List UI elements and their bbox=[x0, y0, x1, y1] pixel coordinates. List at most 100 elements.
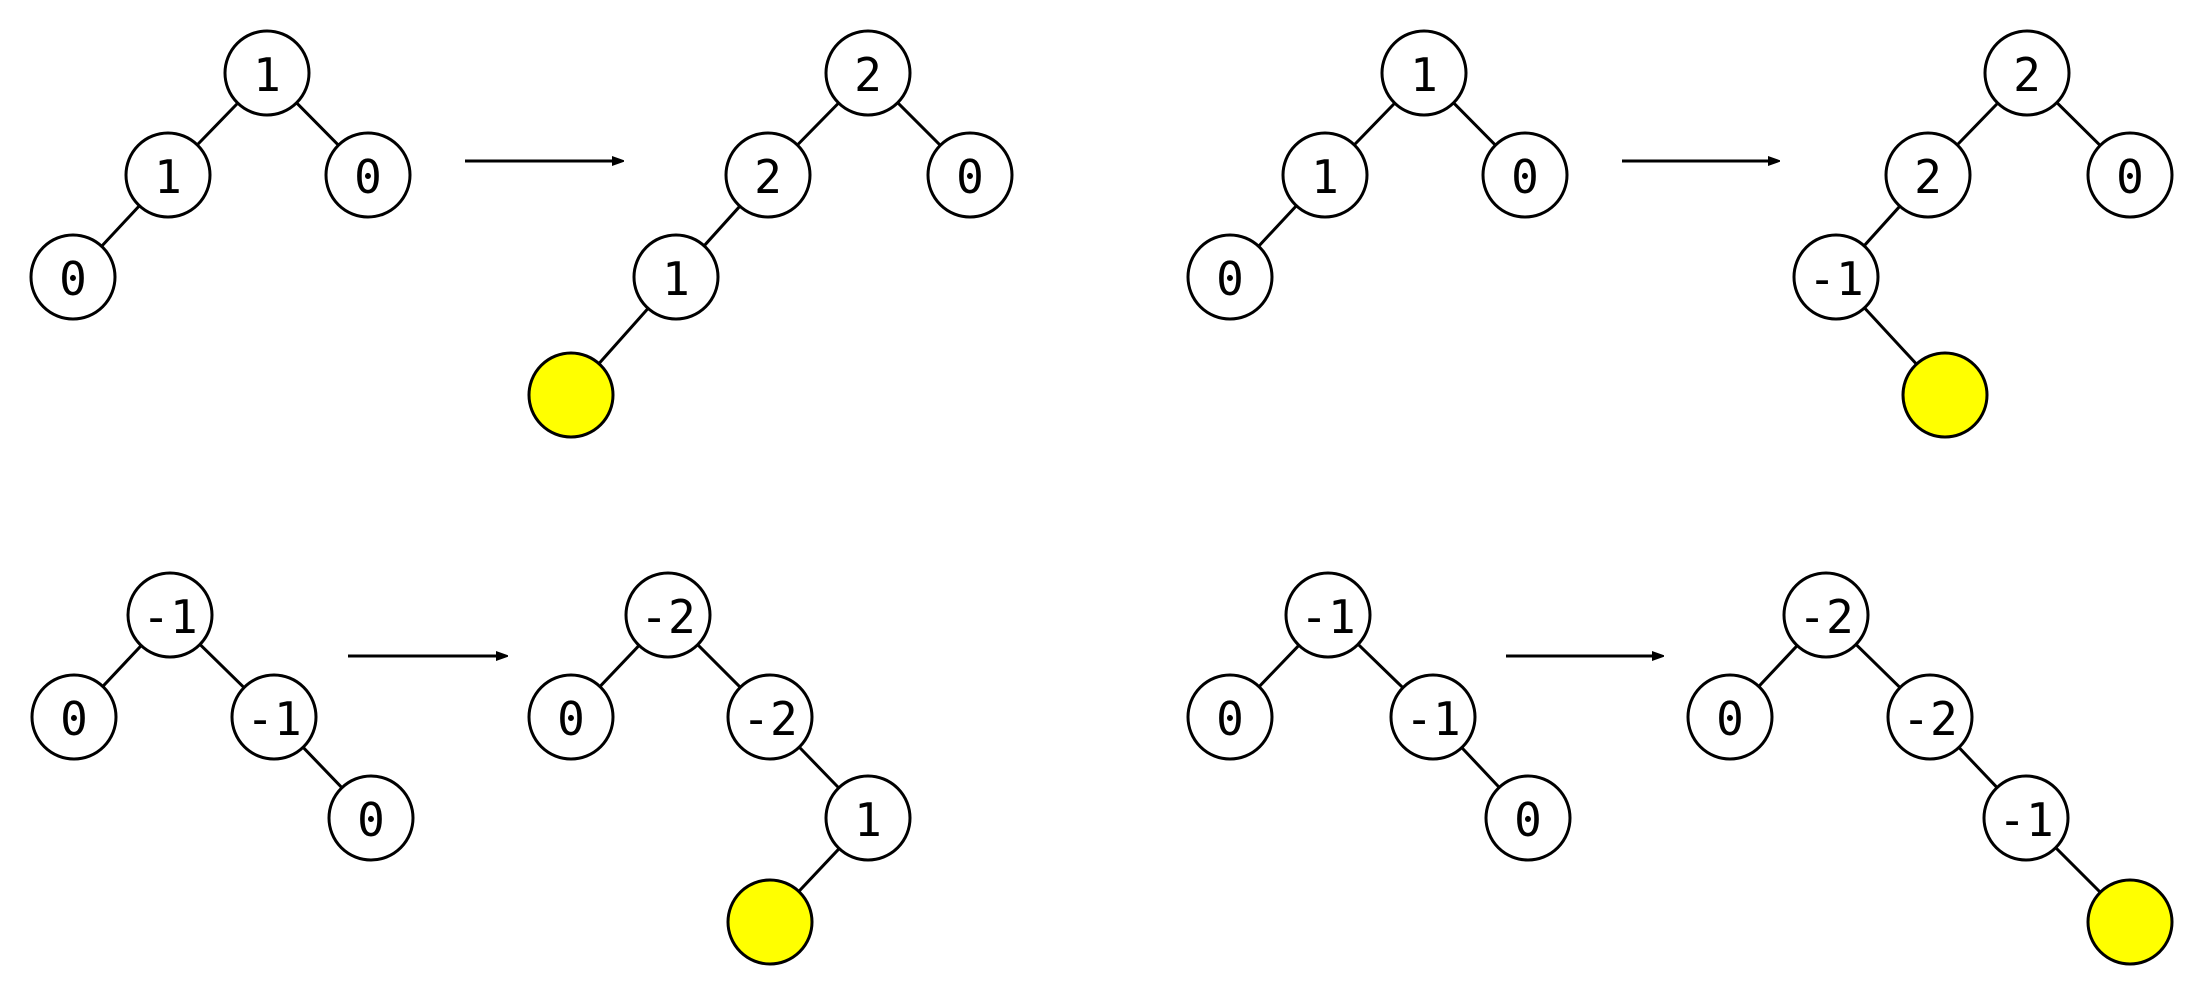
tree-node: 2 bbox=[1884, 131, 1972, 219]
node-circle bbox=[632, 233, 720, 321]
tree-node: -1 bbox=[126, 571, 214, 659]
balance-factor-label: 0 bbox=[2116, 150, 2144, 204]
balance-factor-label: -2 bbox=[1902, 692, 1957, 746]
node-circle bbox=[1484, 774, 1572, 862]
tree-edge bbox=[597, 307, 650, 365]
tree-edge bbox=[101, 644, 143, 688]
tree-edge bbox=[696, 643, 742, 689]
balance-factor-label: -1 bbox=[142, 590, 197, 644]
balance-factor-label: 1 bbox=[854, 793, 882, 847]
tree-edge bbox=[1956, 102, 1999, 146]
balance-factor-label: 2 bbox=[754, 150, 782, 204]
tree-edge bbox=[1854, 643, 1902, 689]
tree-node: -2 bbox=[726, 673, 814, 761]
tree-node: 2 bbox=[824, 29, 912, 117]
tree-edge bbox=[796, 101, 840, 147]
node-circle bbox=[1281, 131, 1369, 219]
balance-factor-label: 0 bbox=[1716, 692, 1744, 746]
tree-node: -1 bbox=[1389, 673, 1477, 761]
tree-edge bbox=[2055, 101, 2102, 147]
tree-node: -1 bbox=[1792, 233, 1880, 321]
tree-node: 0 bbox=[327, 774, 415, 862]
node-circle bbox=[726, 673, 814, 761]
node-circle bbox=[29, 233, 117, 321]
inserted-node bbox=[527, 351, 615, 439]
node-circle bbox=[324, 131, 412, 219]
edges-layer bbox=[100, 101, 2102, 894]
balance-factor-label: -1 bbox=[1405, 692, 1460, 746]
inserted-node bbox=[726, 878, 814, 966]
node-circle bbox=[926, 131, 1014, 219]
balance-factor-label: 2 bbox=[1914, 150, 1942, 204]
tree-node: 0 bbox=[1186, 233, 1274, 321]
balance-factor-label: 0 bbox=[354, 150, 382, 204]
tree-edge bbox=[100, 204, 141, 248]
tree-node: -1 bbox=[1982, 774, 2070, 862]
balance-factor-label: -1 bbox=[1300, 590, 1355, 644]
tree-node: 0 bbox=[926, 131, 1014, 219]
tree-node: 0 bbox=[1481, 131, 1569, 219]
node-circle bbox=[1186, 233, 1274, 321]
balance-factor-label: 0 bbox=[60, 692, 88, 746]
balance-factor-label: -1 bbox=[1998, 793, 2053, 847]
tree-edge bbox=[1957, 746, 1999, 789]
balance-factor-label: 0 bbox=[59, 252, 87, 306]
balance-factor-label: -1 bbox=[246, 692, 301, 746]
node-circle bbox=[126, 571, 214, 659]
node-circle bbox=[327, 774, 415, 862]
tree-node: 0 bbox=[527, 673, 615, 761]
inserted-node-circle bbox=[726, 878, 814, 966]
tree-node: 0 bbox=[1686, 673, 1774, 761]
tree-edge bbox=[1460, 746, 1501, 789]
tree-edge bbox=[196, 102, 239, 146]
tree-node: 1 bbox=[1380, 29, 1468, 117]
balance-factor-label: -2 bbox=[640, 590, 695, 644]
node-circle bbox=[1686, 673, 1774, 761]
node-circle bbox=[1982, 774, 2070, 862]
node-circle bbox=[1380, 29, 1468, 117]
tree-edge bbox=[1353, 102, 1396, 146]
node-circle bbox=[1782, 571, 1870, 659]
tree-edge bbox=[2054, 846, 2102, 894]
node-circle bbox=[2086, 131, 2174, 219]
inserted-node-circle bbox=[2086, 878, 2174, 966]
tree-edge bbox=[1757, 644, 1799, 688]
tree-node: -2 bbox=[1886, 673, 1974, 761]
tree-node: 0 bbox=[324, 131, 412, 219]
balance-factor-label: 0 bbox=[1511, 150, 1539, 204]
tree-edge bbox=[896, 101, 942, 147]
node-circle bbox=[30, 673, 118, 761]
node-circle bbox=[223, 29, 311, 117]
node-circle bbox=[1884, 131, 1972, 219]
node-circle bbox=[1186, 673, 1274, 761]
node-circle bbox=[724, 131, 812, 219]
balance-factor-label: 1 bbox=[253, 48, 281, 102]
inserted-node-circle bbox=[527, 351, 615, 439]
balance-factor-label: 1 bbox=[662, 252, 690, 306]
tree-node: 1 bbox=[824, 774, 912, 862]
balance-factor-label: 0 bbox=[1514, 793, 1542, 847]
node-circle bbox=[624, 571, 712, 659]
tree-edge bbox=[198, 643, 246, 689]
node-circle bbox=[124, 131, 212, 219]
tree-node: -1 bbox=[1284, 571, 1372, 659]
tree-node: 1 bbox=[223, 29, 311, 117]
tree-node: 1 bbox=[632, 233, 720, 321]
tree-edge bbox=[1863, 306, 1918, 366]
node-circle bbox=[1389, 673, 1477, 761]
node-circle bbox=[1886, 673, 1974, 761]
balance-factor-label: -2 bbox=[742, 692, 797, 746]
node-circle bbox=[230, 673, 318, 761]
tree-edge bbox=[598, 644, 641, 688]
tree-node: 1 bbox=[1281, 131, 1369, 219]
tree-edge bbox=[1452, 101, 1497, 147]
tree-edge bbox=[295, 101, 340, 147]
tree-node: 2 bbox=[1983, 29, 2071, 117]
balance-factor-label: 1 bbox=[1311, 150, 1339, 204]
node-circle bbox=[824, 29, 912, 117]
balance-factor-label: 2 bbox=[2013, 48, 2041, 102]
tree-node: 2 bbox=[724, 131, 812, 219]
tree-node: 0 bbox=[1484, 774, 1572, 862]
balance-factor-label: -2 bbox=[1798, 590, 1853, 644]
